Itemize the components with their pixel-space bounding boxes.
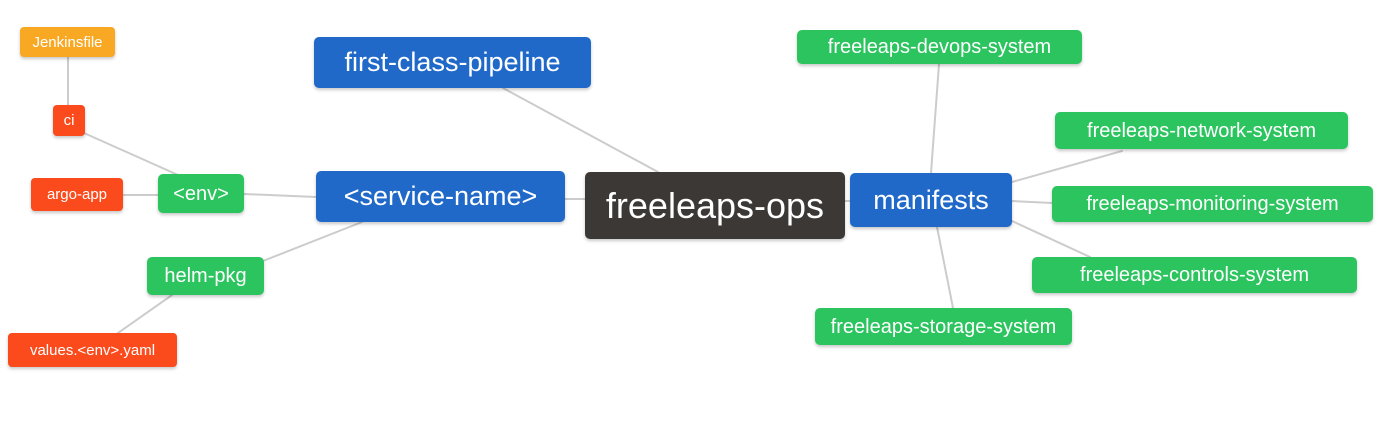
- node-first-class-pipeline[interactable]: first-class-pipeline: [314, 37, 591, 88]
- node-freeleaps-monitoring-system[interactable]: freeleaps-monitoring-system: [1052, 186, 1373, 222]
- node-freeleaps-controls-system[interactable]: freeleaps-controls-system: [1032, 257, 1357, 293]
- node-values-env-yaml[interactable]: values.<env>.yaml: [8, 333, 177, 367]
- edge-manifests-controls-system: [1011, 220, 1091, 258]
- edge-manifests-devops-system: [930, 63, 940, 174]
- edge-service-name-helm-pkg: [262, 221, 363, 262]
- node-argo-app[interactable]: argo-app: [31, 178, 123, 211]
- node-freeleaps-storage-system[interactable]: freeleaps-storage-system: [815, 308, 1072, 345]
- edge-manifests-network-system: [1011, 150, 1123, 183]
- edge-manifests-storage-system: [936, 226, 954, 309]
- node-jenkinsfile[interactable]: Jenkinsfile: [20, 27, 115, 57]
- node-freeleaps-ops[interactable]: freeleaps-ops: [585, 172, 845, 239]
- node-freeleaps-network-system[interactable]: freeleaps-network-system: [1055, 112, 1348, 149]
- node-service-name[interactable]: <service-name>: [316, 171, 565, 222]
- node-ci[interactable]: ci: [53, 105, 85, 136]
- node-env[interactable]: <env>: [158, 174, 244, 213]
- edge-env-service-name: [243, 193, 317, 198]
- node-helm-pkg[interactable]: helm-pkg: [147, 257, 264, 295]
- node-freeleaps-devops-system[interactable]: freeleaps-devops-system: [797, 30, 1082, 64]
- edge-first-class-pipeline-freeleaps-ops: [502, 87, 659, 173]
- node-manifests[interactable]: manifests: [850, 173, 1012, 227]
- edge-manifests-monitoring-system: [1011, 200, 1053, 204]
- edge-ci-env: [83, 132, 179, 176]
- edge-helm-pkg-values-env-yaml: [117, 294, 173, 334]
